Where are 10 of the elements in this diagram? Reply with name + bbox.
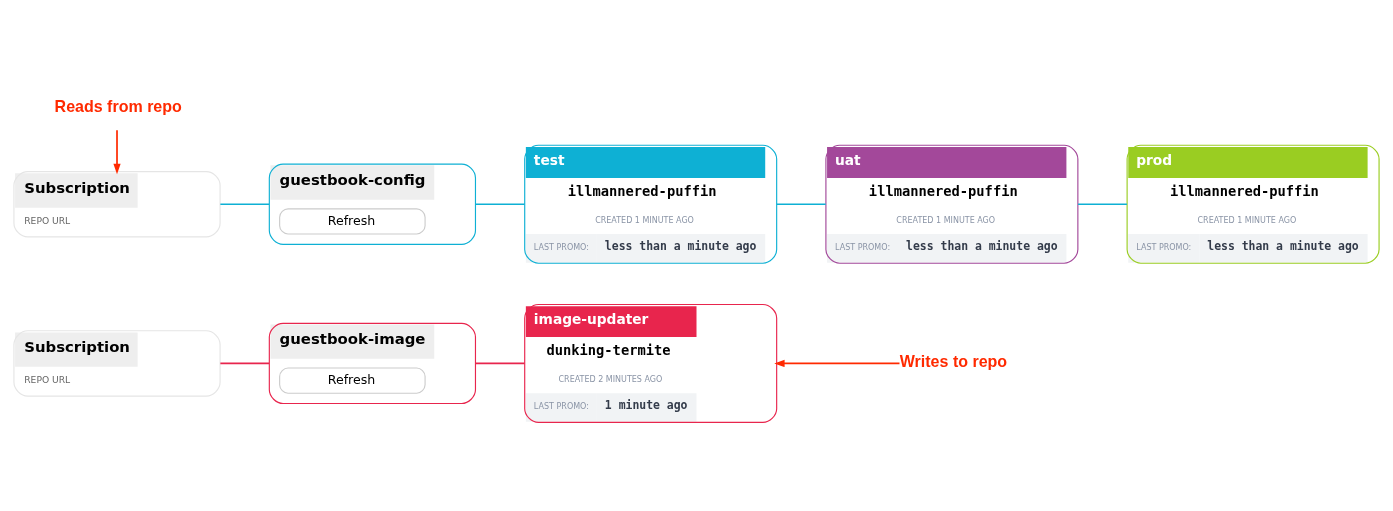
arrow (774, 359, 901, 368)
arrow (113, 129, 121, 175)
connector (474, 362, 526, 365)
connector (776, 203, 827, 206)
node-text: Writes to repo (899, 351, 1008, 370)
connector (219, 362, 270, 365)
node-text: Reads from repo (54, 97, 182, 116)
connector (1077, 203, 1128, 206)
connector (219, 203, 270, 206)
connector (474, 203, 526, 206)
